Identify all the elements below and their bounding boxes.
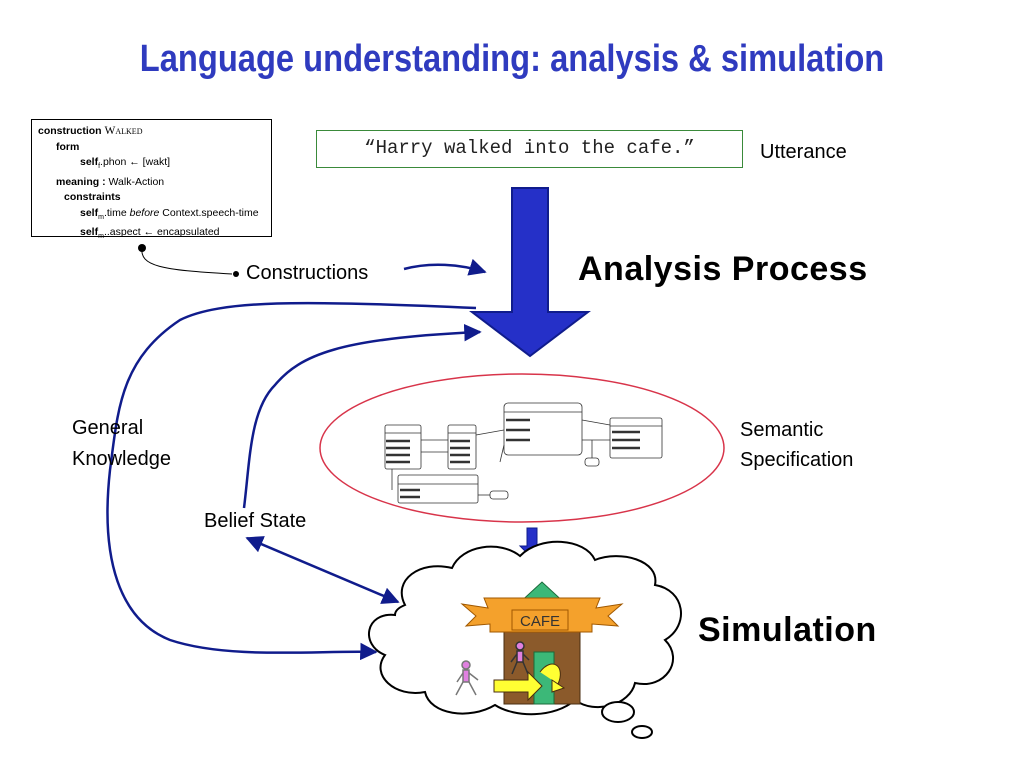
walker-outside-icon: [455, 660, 479, 696]
cafe-sign-text: CAFE: [520, 613, 560, 630]
construction-keyword: construction: [38, 125, 102, 137]
construction-line: construction Walked: [38, 124, 265, 140]
cafe-illustration: CAFE: [460, 581, 624, 705]
semantic-spec-label-1: Semantic: [740, 419, 824, 441]
aspect-text: ..aspect ← encapsulated: [103, 226, 220, 239]
cafe-sign: [511, 609, 569, 631]
aspect-line: selfm..aspect ← encapsulated: [38, 225, 265, 245]
self-subscript: m: [98, 213, 104, 221]
cloud-puff-small: [631, 725, 653, 739]
belief-state-curve: [242, 323, 482, 509]
self-keyword: self: [80, 226, 99, 239]
semantic-spec-schema: [384, 402, 663, 504]
semantic-spec-label-2: Specification: [740, 449, 854, 471]
belief-state-label: Belief State: [204, 510, 307, 532]
time-line: selfm.time before Context.speech-time: [38, 206, 265, 226]
meaning-value: Walk-Action: [108, 175, 165, 188]
self-subscript: f: [98, 163, 101, 171]
utterance-box: “Harry walked into the cafe.”: [316, 130, 743, 168]
self-keyword: self: [80, 156, 99, 168]
slide-title: Language understanding: analysis & simul…: [139, 38, 885, 80]
meaning-keyword: meaning :: [56, 175, 106, 188]
belief-simulation-arrow: [245, 536, 400, 604]
self-subscript: m: [98, 233, 104, 241]
constructions-arrow: [403, 258, 487, 276]
self-keyword: self: [80, 206, 99, 219]
phon-text: .phon ← [wakt]: [100, 156, 171, 168]
utterance-label: Utterance: [760, 141, 847, 163]
phon-line: selff.phon ← [wakt]: [38, 155, 265, 175]
constructions-bullet: [233, 271, 239, 277]
constructions-label: Constructions: [246, 262, 369, 284]
walker-inside-icon: [510, 641, 530, 675]
before-keyword: before: [129, 206, 160, 219]
analysis-process-label: Analysis Process: [578, 250, 868, 288]
construction-connector: [141, 247, 233, 275]
constraints-keyword: constraints: [64, 191, 121, 204]
general-knowledge-label-2: Knowledge: [72, 448, 171, 470]
time-text: .time: [103, 206, 130, 219]
construction-name: Walked: [104, 125, 143, 137]
form-line: form: [38, 140, 265, 156]
simulation-label: Simulation: [698, 611, 877, 649]
form-keyword: form: [56, 140, 80, 153]
general-knowledge-curve: [106, 301, 477, 661]
speech-time-text: Context.speech-time: [159, 206, 259, 219]
walk-arrow-icon: [493, 670, 543, 702]
cloud-puff-large: [601, 701, 635, 723]
meaning-line: meaning : Walk-Action: [38, 175, 265, 191]
construction-box: construction Walked form selff.phon ← [w…: [31, 119, 272, 240]
analysis-arrow: [469, 187, 591, 358]
turn-arrow-icon: [539, 663, 566, 693]
semantic-spec-ellipse: [319, 373, 725, 523]
constraints-line: constraints: [38, 190, 265, 206]
general-knowledge-label-1: General: [72, 417, 144, 439]
